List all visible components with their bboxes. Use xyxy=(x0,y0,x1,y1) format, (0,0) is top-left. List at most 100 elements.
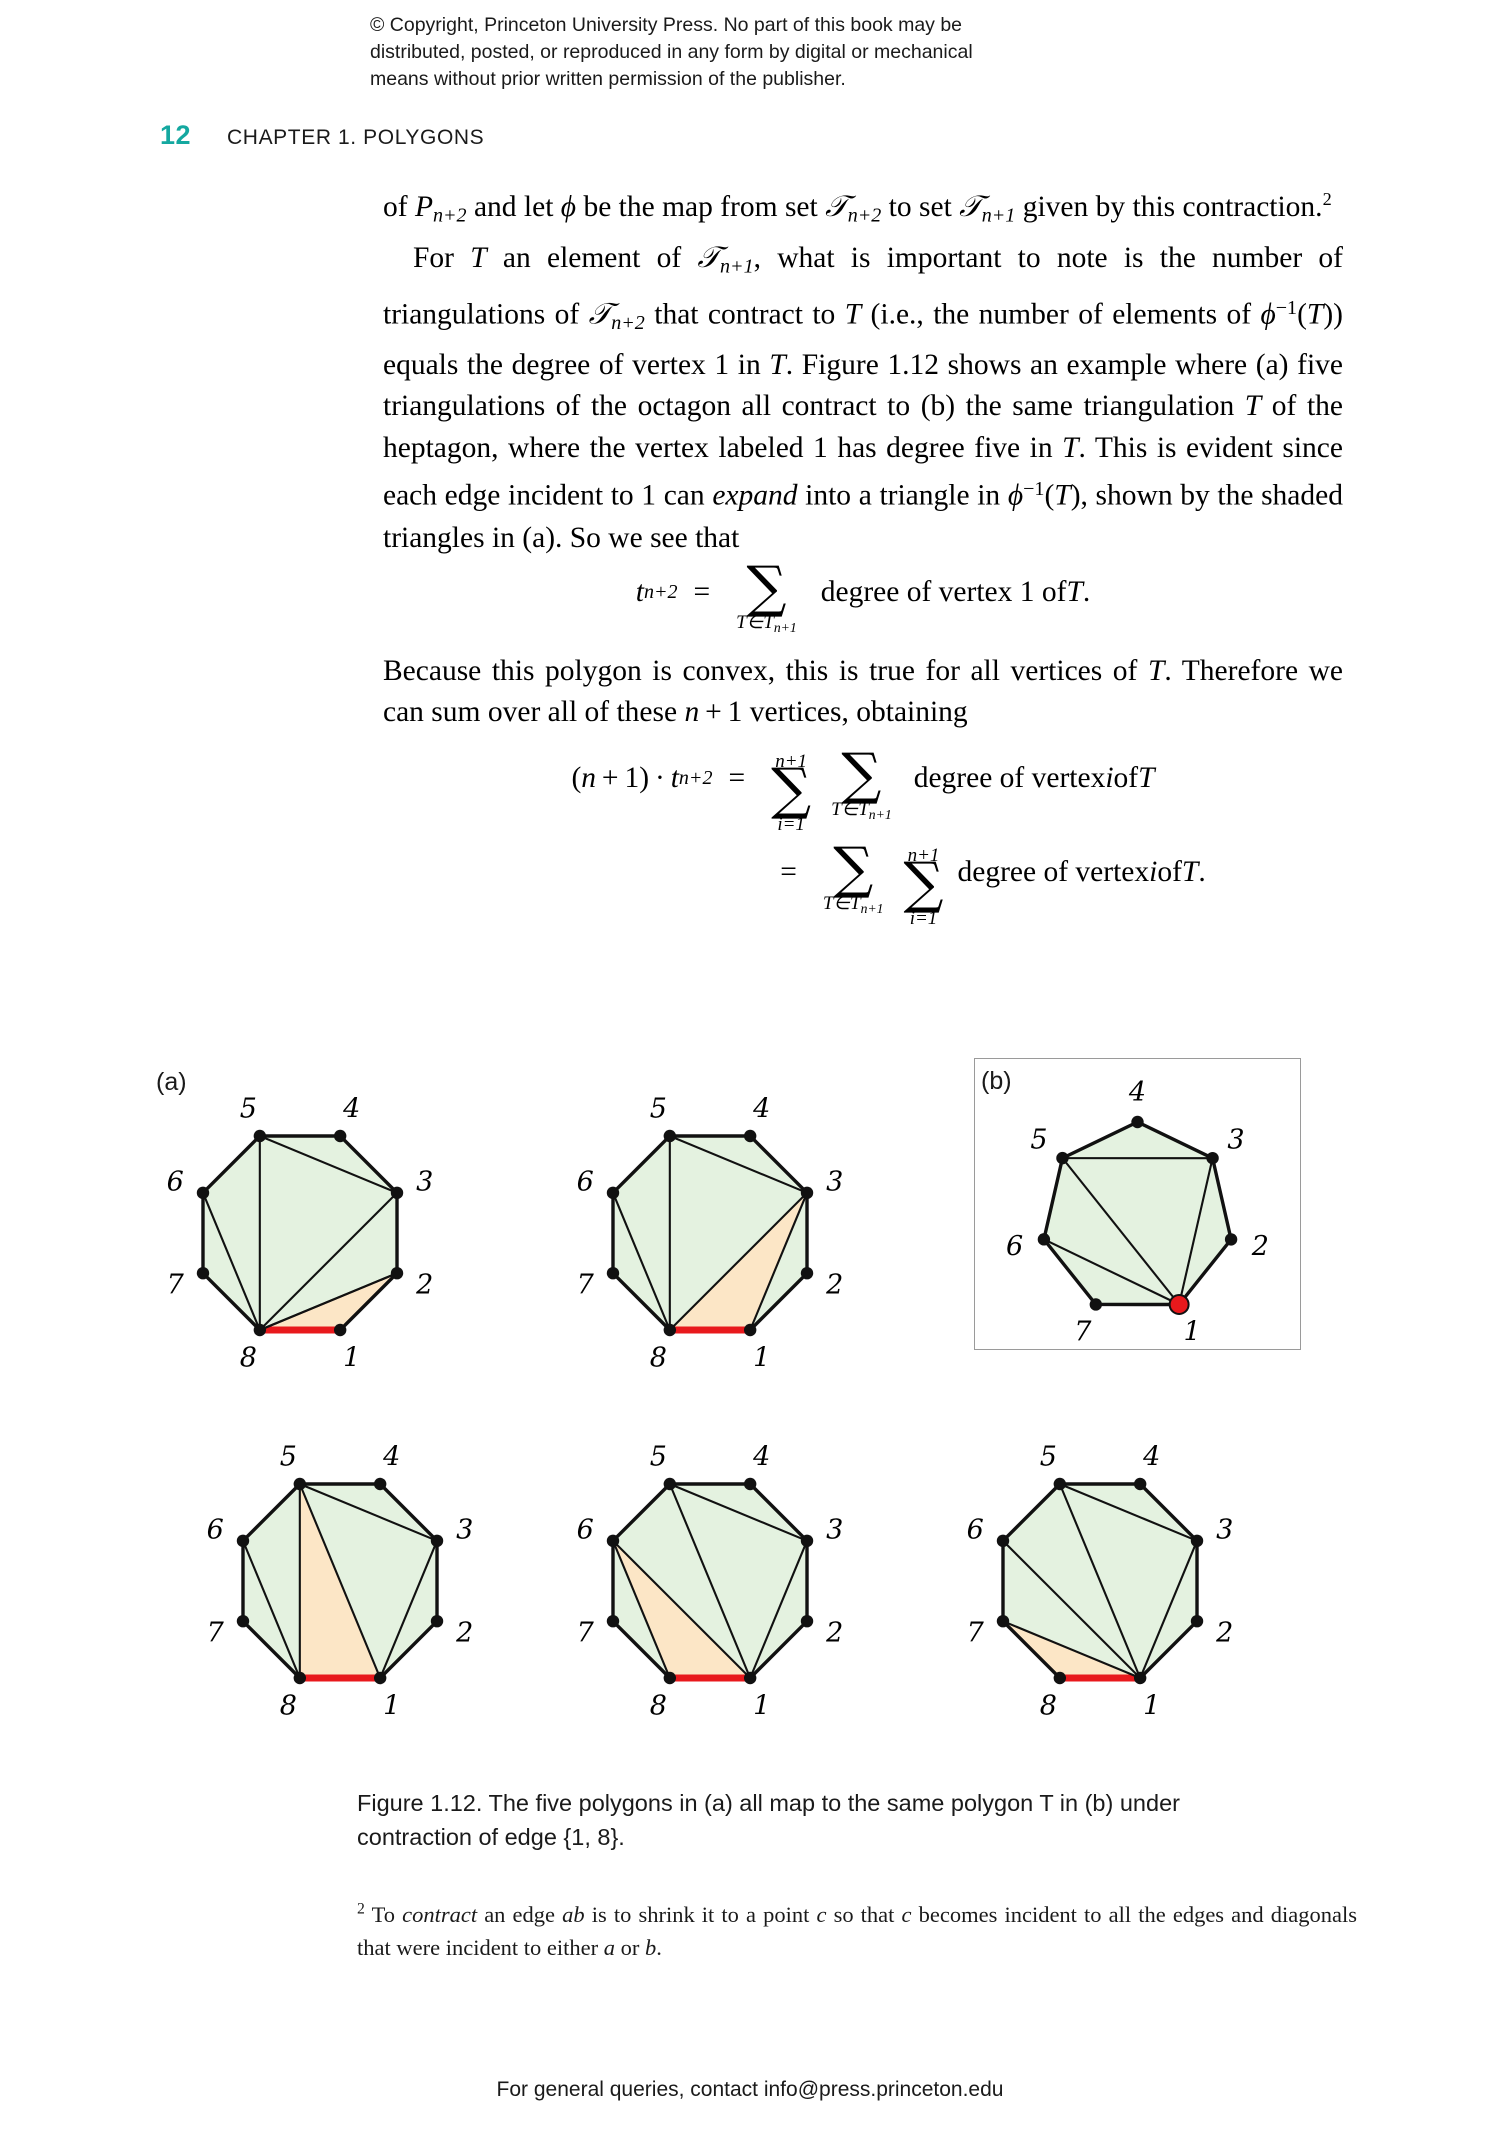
sigma-icon: ∑ xyxy=(746,555,787,621)
triangle-face xyxy=(202,1135,260,1331)
equation-3-summation-inner: n+1 ∑ i=1 xyxy=(904,846,944,928)
footnote-2: 2 To contract an edge ab is to shrink it… xyxy=(357,1900,1357,1960)
polygon-edge xyxy=(1210,1156,1233,1242)
vertex-dot xyxy=(606,1266,620,1280)
vertex-label: 5 xyxy=(1040,1441,1057,1472)
vertex-label: 4 xyxy=(752,1441,770,1472)
diagonal xyxy=(1058,1483,1142,1679)
equation-1-sum-lower: T∈Tn+1 xyxy=(736,611,797,636)
paragraph-2: For T an element of 𝒯n+1, what is import… xyxy=(383,240,1343,554)
diagonal xyxy=(202,1192,261,1331)
vertex-dot xyxy=(743,1323,757,1337)
triangle-face xyxy=(1043,1158,1180,1305)
polygon-edge xyxy=(241,1482,302,1543)
sigma-icon: ∑ xyxy=(771,756,812,822)
equation-3-sum2-upper: n+1 xyxy=(907,844,940,866)
vertex-label: 5 xyxy=(650,1093,667,1124)
triangle-face xyxy=(1059,1483,1198,1541)
vertex-dot xyxy=(1133,1477,1147,1491)
vertex-label: 7 xyxy=(167,1270,185,1301)
polygon-edge xyxy=(1001,1482,1062,1543)
polygon-edge xyxy=(611,1271,672,1332)
vertex-label: 3 xyxy=(826,1166,843,1197)
vertex-dot xyxy=(333,1129,347,1143)
vertex-label: 8 xyxy=(650,1343,667,1374)
polygon-edge xyxy=(1135,1120,1215,1160)
vertex-label: 4 xyxy=(1128,1077,1146,1108)
vertex-dot xyxy=(1190,1534,1204,1548)
triangle-face xyxy=(1179,1158,1232,1305)
triangle-face xyxy=(259,1135,398,1331)
vertex-dot xyxy=(800,1614,814,1628)
vertex-label: 1 xyxy=(1184,1317,1201,1348)
vertex-label: 3 xyxy=(1227,1124,1244,1155)
vertex-dot xyxy=(390,1186,404,1200)
vertex-label: 8 xyxy=(1040,1691,1057,1722)
equation-2-sum1-upper: n+1 xyxy=(775,750,808,772)
figure-caption-line-2: contraction of edge {1, 8}. xyxy=(357,1824,625,1850)
polygon-edge xyxy=(1060,1120,1140,1160)
vertex-label: 5 xyxy=(280,1441,297,1472)
polygon-edge xyxy=(201,1134,262,1195)
diagonal xyxy=(749,1540,808,1679)
triangle-face xyxy=(612,1483,751,1679)
equation-1-summation: ∑ T∈Tn+1 xyxy=(736,555,797,636)
vertex-dot xyxy=(333,1323,347,1337)
vertex-label: 6 xyxy=(577,1514,594,1545)
vertex-label: 8 xyxy=(650,1691,667,1722)
diagonal xyxy=(259,1135,398,1194)
vertex-label: 5 xyxy=(240,1093,257,1124)
sigma-icon: ∑ xyxy=(833,835,874,901)
vertex-dot xyxy=(196,1186,210,1200)
polygon-edge xyxy=(241,1619,302,1680)
polygon-edge xyxy=(378,1482,439,1543)
vertex-label: 6 xyxy=(577,1166,594,1197)
equation-3: = ∑ T∈Tn+1 n+1 ∑ i=1 degree of vertex i … xyxy=(383,835,1473,928)
page-footer: For general queries, contact info@press.… xyxy=(0,2078,1500,2102)
figure-caption-line-1: Figure 1.12. The five polygons in (a) al… xyxy=(357,1790,1180,1816)
vertex-label: 3 xyxy=(456,1514,473,1545)
vertex-label: 5 xyxy=(650,1441,667,1472)
panel-label: (a) xyxy=(156,1068,187,1096)
equation-3-summation-outer: ∑ T∈Tn+1 xyxy=(823,835,884,916)
equation-1-rhs: degree of vertex 1 of T. xyxy=(820,575,1091,608)
diagonal xyxy=(669,1192,808,1331)
vertex-label: 4 xyxy=(1142,1441,1160,1472)
vertex-dot xyxy=(996,1534,1010,1548)
vertex-label: 5 xyxy=(1030,1124,1047,1155)
vertex-label: 8 xyxy=(240,1343,257,1374)
vertex-dot xyxy=(373,1671,387,1685)
vertex-label: 2 xyxy=(825,1270,843,1301)
vertex-label: 6 xyxy=(207,1514,224,1545)
triangle-face xyxy=(1002,1483,1141,1679)
vertex-label: 6 xyxy=(967,1514,984,1545)
vertex-label: 6 xyxy=(167,1166,184,1197)
equation-2-sum1-lower: i=1 xyxy=(777,813,805,835)
panel-label: (b) xyxy=(981,1067,1012,1095)
highlighted-vertex xyxy=(1168,1294,1190,1315)
vertex-label: 6 xyxy=(1006,1231,1023,1262)
diagonal xyxy=(1139,1540,1198,1679)
diagonal xyxy=(259,1192,398,1331)
triangle-face xyxy=(1062,1122,1213,1159)
vertex-label: 2 xyxy=(825,1618,843,1649)
polygon-edge xyxy=(1042,1156,1065,1242)
paragraph-3: Because this polygon is convex, this is … xyxy=(383,654,1343,729)
triangle-face xyxy=(1062,1158,1213,1305)
copyright-line-3: means without prior written permission o… xyxy=(370,68,846,90)
sigma-icon: ∑ xyxy=(903,850,944,916)
vertex-dot xyxy=(1131,1115,1144,1129)
diagonal xyxy=(1002,1540,1141,1679)
equation-3-relation: = xyxy=(780,856,797,889)
polygon-edge xyxy=(338,1271,399,1332)
